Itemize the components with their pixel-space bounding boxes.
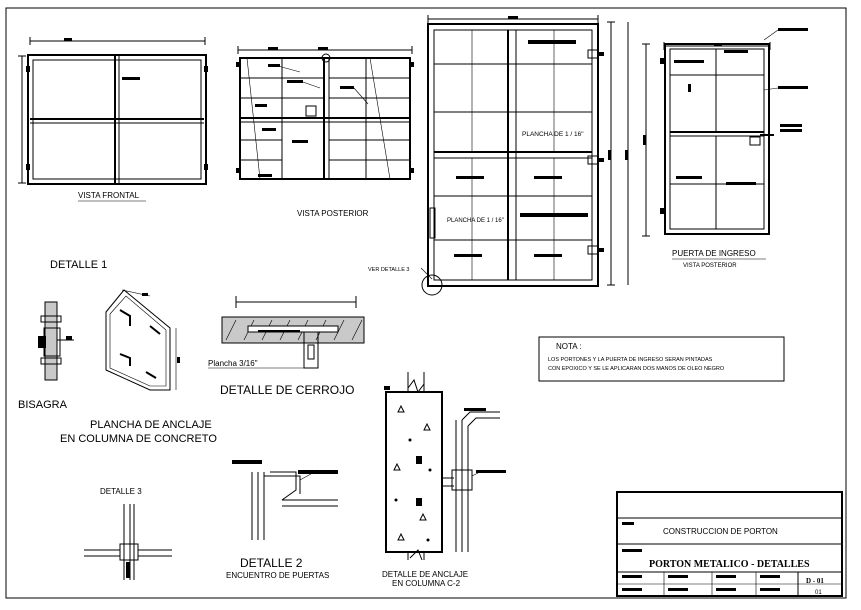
detalle-2-drawing <box>232 460 338 540</box>
plancha-anclaje-label-2: EN COLUMNA DE CONCRETO <box>60 433 217 445</box>
plancha-label-upper: PLANCHA DE 1 / 16" <box>522 131 584 138</box>
plancha-label-lower: PLANCHA DE 1 / 16" <box>447 218 504 224</box>
ver-detalle-label: VER DETALLE 3 <box>368 267 409 273</box>
sheet-title: PORTON METALICO - DETALLES <box>649 559 810 570</box>
sheet-count: 01 <box>815 590 822 596</box>
note-line-1: LOS PORTONES Y LA PUERTA DE INGRESO SERA… <box>548 357 713 363</box>
detalle-3-drawing <box>84 504 172 580</box>
bisagra-label: BISAGRA <box>18 399 68 411</box>
cerrojo-drawing <box>208 296 365 369</box>
anclaje-label-2: EN COLUMNA C-2 <box>392 579 461 588</box>
vista-frontal-drawing <box>18 37 208 185</box>
anclaje-drawing <box>384 372 506 561</box>
detalle-1-title: DETALLE 1 <box>50 259 107 271</box>
bisagra-drawing <box>38 301 74 381</box>
plancha-anclaje-drawing <box>105 289 180 391</box>
porton-elevation-drawing <box>420 15 629 296</box>
detalle-2-title: DETALLE 2 <box>240 556 303 570</box>
note-line-2: CON EPOXICO Y SE LE APLICARAN DOS MANOS … <box>548 366 725 372</box>
encuentro-label: ENCUENTRO DE PUERTAS <box>226 571 329 580</box>
puerta-ingreso-label: PUERTA DE INGRESO <box>672 249 756 258</box>
vista-posterior-label: VISTA POSTERIOR <box>297 209 369 218</box>
puerta-ingreso-drawing <box>642 28 808 237</box>
sheet-border <box>5 7 847 599</box>
note-box <box>538 336 785 382</box>
detalle-3-title: DETALLE 3 <box>100 487 142 496</box>
puerta-posterior-label: VISTA POSTERIOR <box>683 263 737 269</box>
detalle-cerrojo-title: DETALLE DE CERROJO <box>220 383 354 397</box>
vista-frontal-label: VISTA FRONTAL <box>78 191 140 200</box>
anclaje-label-1: DETALLE DE ANCLAJE <box>382 570 468 579</box>
plancha-anclaje-label-1: PLANCHA DE ANCLAJE <box>90 419 212 431</box>
project-name: CONSTRUCCION DE PORTON <box>663 527 778 536</box>
plancha-3-16-label: Plancha 3/16" <box>208 359 258 368</box>
vista-posterior-drawing <box>236 46 414 180</box>
note-title: NOTA : <box>556 342 582 351</box>
sheet-number: D - 01 <box>806 577 824 585</box>
title-block <box>616 491 843 597</box>
